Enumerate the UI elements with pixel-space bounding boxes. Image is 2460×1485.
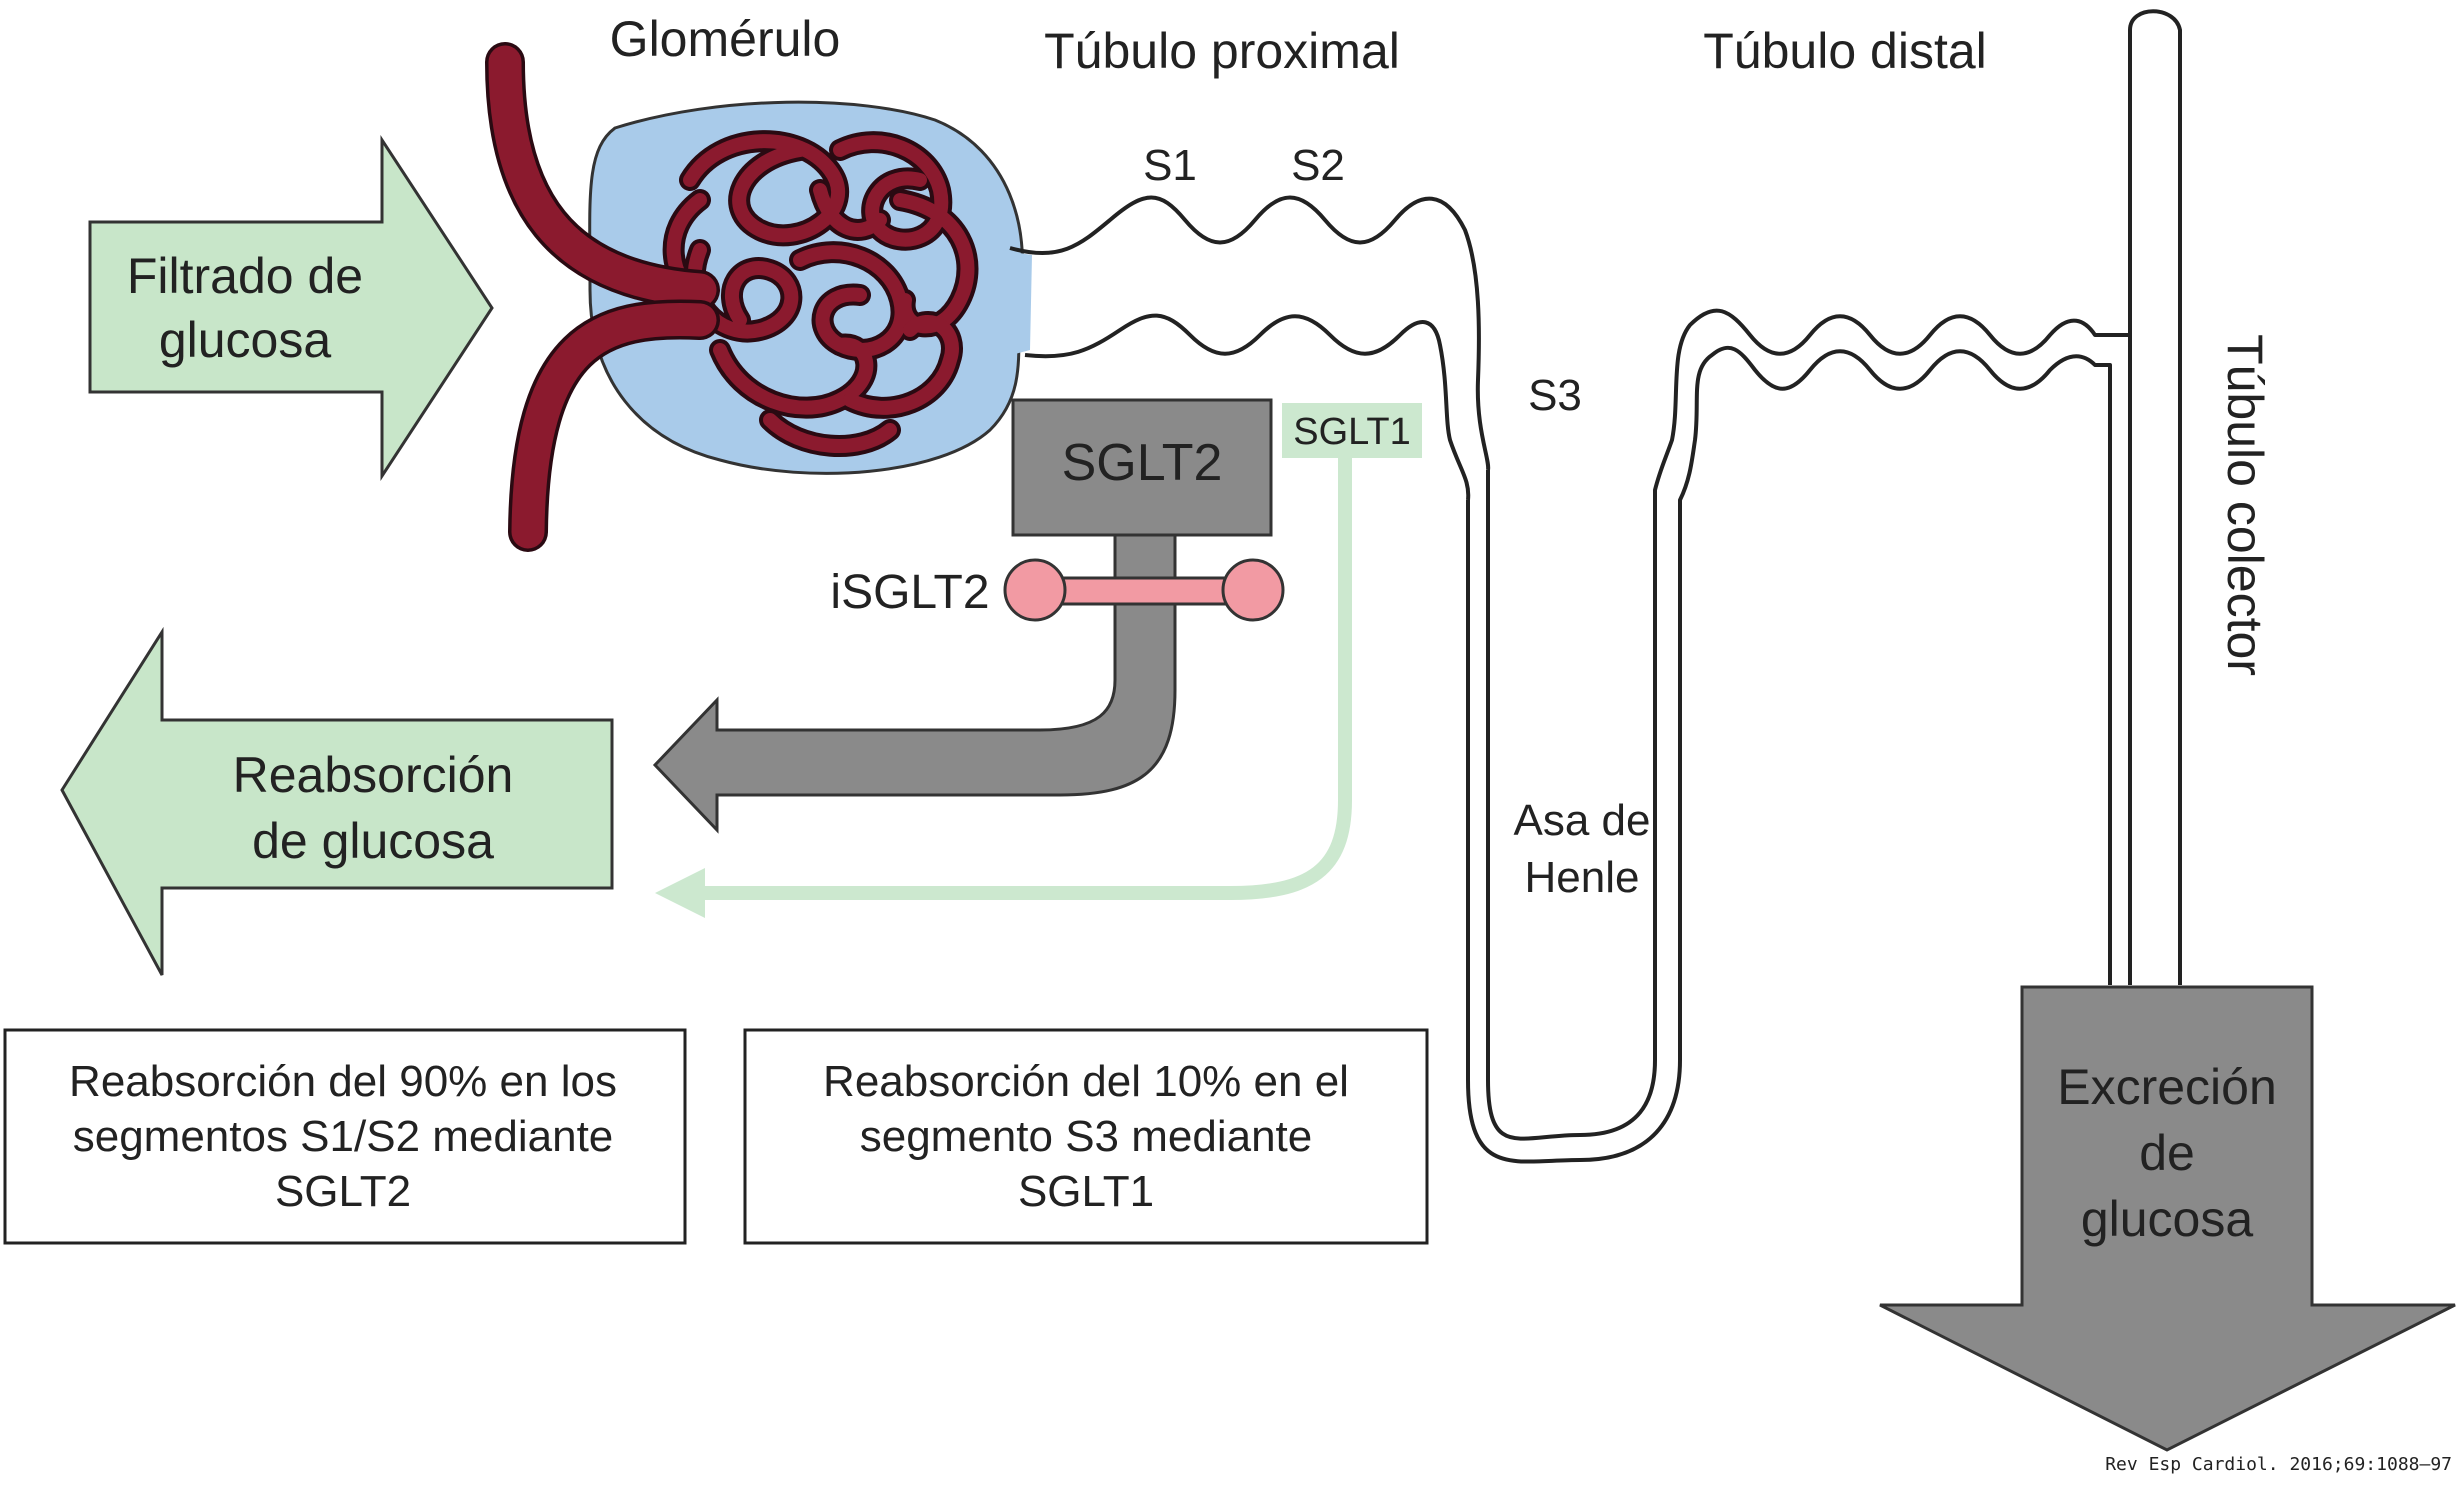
glomerulus: Glomérulo	[485, 11, 1032, 552]
sglt2-label: SGLT2	[1062, 434, 1223, 492]
sglt2-box	[1011, 398, 1273, 537]
tubulo-distal-label: Túbulo distal	[1703, 23, 1987, 79]
isglt2-label: iSGLT2	[830, 566, 989, 619]
capillary-tuft-inner	[666, 134, 975, 453]
info-box-sglt2-line3: SGLT2	[275, 1167, 411, 1216]
loop-of-henle-inner	[1466, 345, 2112, 1164]
s3-label: S3	[1528, 371, 1582, 420]
excrecion-label-2: de	[2139, 1125, 2195, 1181]
tubulo-proximal-label: Túbulo proximal	[1044, 23, 1400, 79]
loop-of-henle	[1486, 308, 2132, 1141]
proximal-tubule-upper-wall	[1009, 195, 1491, 471]
excrecion-label-1: Excreción	[2057, 1059, 2277, 1115]
reabsorcion-label-2: de glucosa	[252, 813, 494, 869]
excrecion-label-3: glucosa	[2081, 1191, 2254, 1247]
filtrado-label-1: Filtrado de	[127, 248, 363, 304]
info-box-sglt1: Reabsorción del 10% en el segmento S3 me…	[743, 1028, 1429, 1245]
tubulo-colector-label: Túbulo colector	[2217, 334, 2273, 676]
info-box-sglt2-line2: segmentos S1/S2 mediante	[73, 1112, 614, 1161]
sglt1-pathway: SGLT1	[655, 403, 1422, 918]
sglt2-pathway: SGLT2	[652, 398, 1273, 834]
reabsorcion-arrow: Reabsorción de glucosa	[60, 626, 614, 976]
s2-label: S2	[1291, 141, 1345, 190]
info-box-sglt1-line1: Reabsorción del 10% en el	[823, 1057, 1349, 1106]
nephron-tubule	[1009, 9, 2182, 1164]
info-box-sglt1-line2: segmento S3 mediante	[860, 1112, 1313, 1161]
vessels	[485, 42, 720, 552]
tubule-lumen-fill	[1471, 30, 2177, 1080]
sglt1-label: SGLT1	[1293, 411, 1411, 453]
filtrado-label-2: glucosa	[159, 312, 332, 368]
glomerulo-label: Glomérulo	[610, 11, 841, 67]
filtrado-arrow: Filtrado de glucosa	[88, 134, 494, 482]
reabsorcion-label-1: Reabsorción	[233, 747, 514, 803]
info-box-sglt2: Reabsorción del 90% en los segmentos S1/…	[3, 1028, 687, 1245]
citation: Rev Esp Cardiol. 2016;69:1088–97	[2105, 1454, 2452, 1475]
info-box-sglt1-line3: SGLT1	[1018, 1167, 1154, 1216]
asa-label-2: Henle	[1525, 853, 1640, 902]
info-box-sglt2-line1: Reabsorción del 90% en los	[69, 1057, 617, 1106]
sglt1-box	[1282, 403, 1422, 458]
s1-label: S1	[1143, 141, 1197, 190]
collecting-duct	[2128, 9, 2182, 985]
isglt2-inhibitor: iSGLT2	[830, 558, 1285, 622]
asa-label-1: Asa de	[1514, 796, 1651, 845]
proximal-tubule-lower-wall	[1024, 313, 1471, 501]
excrecion-arrow: Excreción de glucosa	[1879, 985, 2456, 1452]
